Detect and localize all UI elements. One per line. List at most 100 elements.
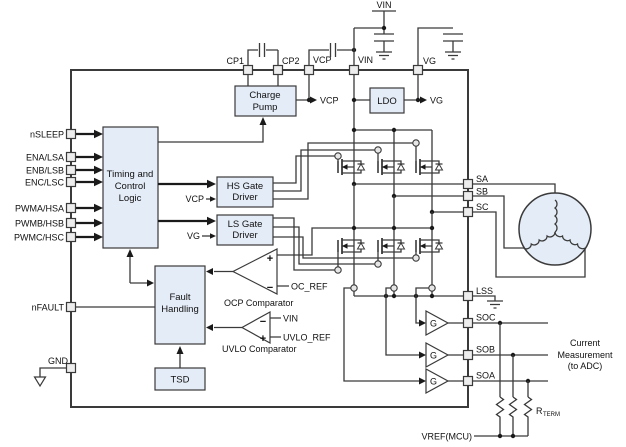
ls-fet-a — [337, 238, 366, 254]
pin-square — [65, 164, 77, 176]
gate-pin-icon — [374, 260, 382, 268]
vg-net-label: VG — [430, 96, 443, 106]
plus-sign: + — [260, 333, 266, 345]
pin-label-sb: SB — [476, 187, 488, 197]
motor-coil-icon — [523, 231, 556, 250]
resistor-icon — [508, 396, 518, 436]
hs-gate-driver-block: HS Gate Driver — [216, 176, 274, 208]
current-measurement-label: Current — [570, 338, 601, 348]
ocp-comparator: + − OC_REF OCP Comparator — [206, 248, 328, 308]
vcp-net-label: VCP — [320, 96, 339, 106]
internal-supply-wiring: VCP VG — [247, 74, 443, 130]
pin-label-pwmc: PWMC/HSC — [14, 233, 64, 243]
vcp-in-label: VCP — [185, 194, 204, 204]
charge-pump-label: Charge — [249, 90, 280, 101]
pin-label-sob: SOB — [476, 345, 495, 355]
pin-square — [462, 349, 474, 361]
vref-mcu-label: VREF(MCU) — [422, 432, 473, 442]
pin-label-nfault: nFAULT — [32, 303, 65, 313]
ls-gate-driver-block: LS Gate Driver — [216, 214, 274, 246]
hs-fet-b — [377, 159, 406, 175]
minus-sign: − — [260, 316, 266, 328]
uvlo-comparator-label: UVLO Comparator — [222, 344, 297, 354]
timing-label: Timing and — [107, 169, 154, 180]
pin-square — [303, 64, 315, 76]
plus-sign: + — [267, 253, 273, 265]
pin-label-enc: ENC/LSC — [25, 178, 65, 188]
gate-pin-icon — [334, 266, 342, 274]
pin-label-vg: VG — [423, 56, 436, 66]
current-measurement-label: (to ADC) — [568, 361, 603, 371]
pin-square — [462, 190, 474, 202]
current-measurement-label: Measurement — [557, 350, 613, 360]
sense-amplifiers: G G G — [343, 287, 464, 395]
pin-label-lss: LSS — [476, 286, 493, 296]
lss-ground — [472, 295, 503, 309]
gate-pin-icon — [334, 152, 342, 160]
ground-arrow-icon — [33, 376, 47, 388]
ground-icon — [487, 300, 503, 309]
ls-driver-label: LS Gate — [228, 219, 263, 230]
control-input-arrows — [76, 129, 103, 242]
hs-fet-c — [415, 159, 444, 175]
ldo-label: LDO — [377, 96, 397, 107]
pin-label-sa: SA — [476, 174, 488, 184]
pin-square — [65, 128, 77, 140]
pin-square — [242, 64, 254, 76]
minus-sign: − — [267, 282, 273, 294]
pin-square — [272, 64, 284, 76]
tsd-label: TSD — [171, 375, 190, 386]
pin-label-soa: SOA — [476, 371, 495, 381]
pin-square — [462, 375, 474, 387]
hs-driver-label: HS Gate — [227, 181, 263, 192]
fault-handling-block: Fault Handling — [154, 265, 206, 345]
uvlo-comparator: − + VIN UVLO_REF UVLO Comparator — [206, 310, 331, 354]
gnd-external — [33, 367, 67, 388]
pin-label-pwmb: PWMB/HSB — [15, 219, 64, 229]
ocp-comparator-label: OCP Comparator — [224, 298, 293, 308]
pin-square — [65, 176, 77, 188]
flying-capacitor — [258, 43, 266, 57]
pin-label-enb: ENB/LSB — [26, 166, 64, 176]
pin-label-cp2: CP2 — [282, 56, 300, 66]
sense-output-network: R TERM VREF(MCU) Current Measurement (to… — [422, 320, 613, 442]
fault-label: Handling — [161, 304, 199, 315]
pin-square — [462, 206, 474, 218]
vg-capacitor — [417, 27, 463, 66]
hs-fet-a — [337, 159, 366, 175]
charge-pump-label: Pump — [253, 102, 278, 113]
ldo-block: LDO — [369, 87, 405, 114]
fet-bridge — [273, 127, 464, 299]
pin-label-pwma: PWMA/HSA — [15, 204, 64, 214]
pin-label-sc: SC — [476, 202, 489, 212]
pin-square — [462, 290, 474, 302]
motor — [472, 183, 592, 278]
oc-ref-label: OC_REF — [291, 282, 328, 292]
gate-pin-icon — [374, 146, 382, 154]
ground-icon — [445, 51, 461, 60]
timing-control-logic-block: Timing and Control Logic — [102, 126, 159, 249]
pin-label-gnd: GND — [48, 356, 69, 366]
left-pins: nSLEEP ENA/LSA ENB/LSB ENC/LSC PWMA/HSA … — [14, 128, 77, 374]
timing-label: Logic — [119, 193, 142, 204]
uvlo-vin-label: VIN — [283, 314, 298, 324]
pin-square — [462, 178, 474, 190]
pin-square — [65, 217, 77, 229]
motor-coil-icon — [554, 231, 586, 250]
timing-label: Control — [115, 181, 146, 192]
r-term-label: R — [536, 406, 543, 416]
ground-icon — [376, 51, 392, 60]
motor-circle — [518, 192, 592, 266]
pin-label-vcp: VCP — [313, 55, 332, 65]
vcp-capacitor — [329, 43, 337, 57]
pin-label-soc: SOC — [476, 313, 496, 323]
amp-gain-label: G — [430, 351, 437, 361]
block-interconnects: VCP VG — [76, 117, 267, 368]
vin-capacitor — [374, 33, 394, 52]
pin-label-ena: ENA/LSA — [26, 153, 64, 163]
motor-coil-icon — [553, 199, 558, 233]
pin-label-nsleep: nSLEEP — [30, 130, 64, 140]
ls-fet-c — [415, 238, 444, 254]
pin-square — [65, 151, 77, 163]
